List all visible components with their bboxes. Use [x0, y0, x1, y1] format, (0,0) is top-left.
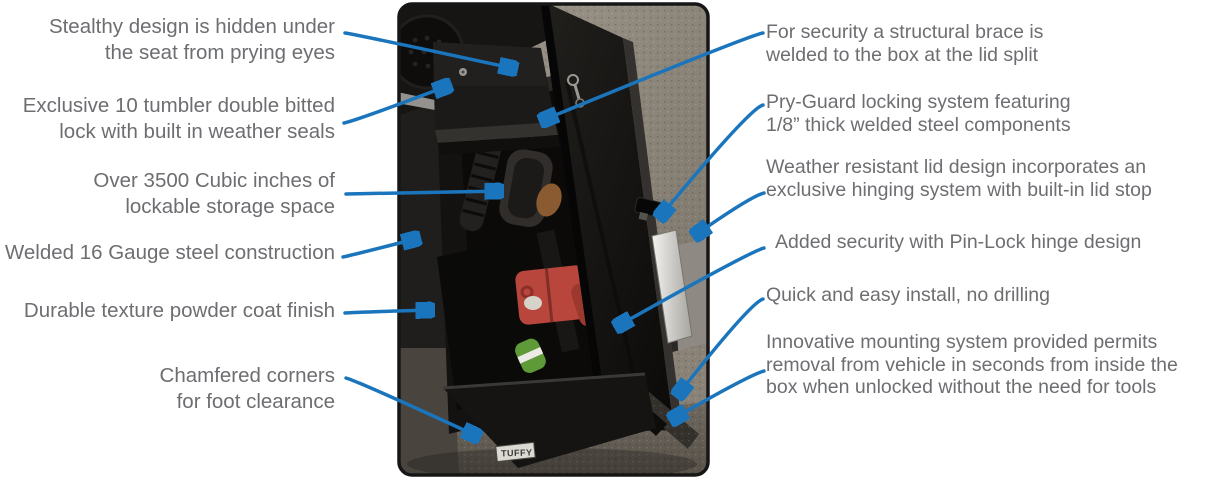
callout-weather-lid: Weather resistant lid design incorporate…: [766, 156, 1152, 201]
structural-brace-rim: [435, 122, 558, 143]
callout-tumbler-lock: Exclusive 10 tumbler double bitted lock …: [22, 94, 335, 143]
brand-label-plate: TUFFY: [495, 441, 536, 463]
callout-welded-steel: Welded 16 Gauge steel construction: [4, 241, 335, 264]
callout-storage-space: Over 3500 Cubic inches of lockable stora…: [93, 169, 335, 218]
callout-pry-guard-lock: Pry-Guard locking system featuring 1/8” …: [766, 91, 1071, 136]
duck-call-1: [515, 338, 546, 373]
callout-structural-brace: For security a structural brace is welde…: [766, 21, 1044, 66]
box-front-face: TUFFY: [442, 372, 656, 468]
product-photo: TUFFY: [397, 2, 710, 477]
callout-chamfered-corners: Chamfered corners for foot clearance: [159, 364, 335, 413]
callout-stealthy-design: Stealthy design is hidden under the seat…: [48, 15, 335, 64]
callout-powder-coat: Durable texture powder coat finish: [23, 299, 335, 322]
callout-pin-lock-hinge: Added security with Pin-Lock hinge desig…: [775, 231, 1142, 253]
callout-easy-install: Quick and easy install, no drilling: [766, 284, 1050, 306]
carabiner: [520, 285, 534, 299]
callout-mounting-system: Innovative mounting system provided perm…: [766, 331, 1178, 398]
white-cord: [524, 296, 542, 310]
knife-handle: [536, 183, 562, 217]
closed-lid-panel: [433, 42, 560, 155]
brand-label: TUFFY: [501, 447, 533, 458]
box-contents: [437, 125, 619, 411]
